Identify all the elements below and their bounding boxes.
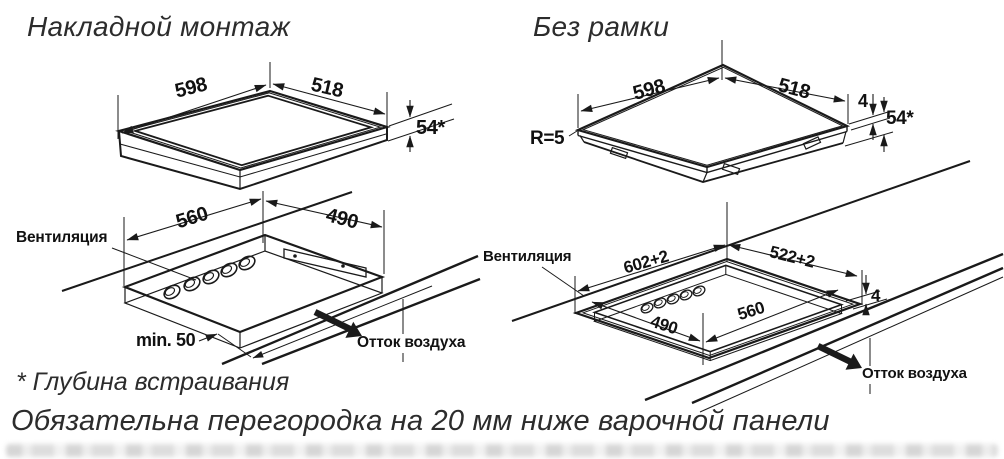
frameless-hob-drawing — [568, 40, 894, 183]
dim-height-54-right: 54* — [886, 108, 914, 129]
air-flow-arrow-icon — [313, 309, 362, 338]
footnote-embedding-depth: * Глубина встраивания — [16, 368, 290, 396]
dim-corner-radius-label: R=5 — [530, 128, 565, 149]
dim-glass-4-right: 4 — [858, 91, 868, 111]
air-outflow-label-left: Отток воздуха — [357, 334, 466, 351]
footnote-partition: Обязательна перегородка на 20 мм ниже ва… — [11, 405, 830, 437]
ventilation-label-right: Вентиляция — [483, 248, 572, 265]
right-panel-title: Без рамки — [533, 11, 670, 42]
mounting-bracket-icon — [283, 248, 367, 278]
dim-height-54-left: 54* — [416, 117, 445, 139]
air-flow-arrow-icon — [816, 343, 862, 370]
surface-mount-hob-drawing — [115, 62, 455, 191]
frameless-cutout-drawing — [511, 160, 1004, 413]
cropped-text-fade-band — [6, 444, 998, 457]
dim-min-50-label: min. 50 — [136, 330, 196, 350]
surface-mount-cutout-drawing — [61, 191, 481, 366]
ventilation-label-left: Вентиляция — [16, 229, 108, 246]
left-panel-title: Накладной монтаж — [27, 11, 291, 42]
air-outflow-label-right: Отток воздуха — [862, 365, 967, 382]
dim-rebate-step-4-right: 4 — [871, 286, 881, 305]
vent-holes-icon — [163, 255, 256, 300]
